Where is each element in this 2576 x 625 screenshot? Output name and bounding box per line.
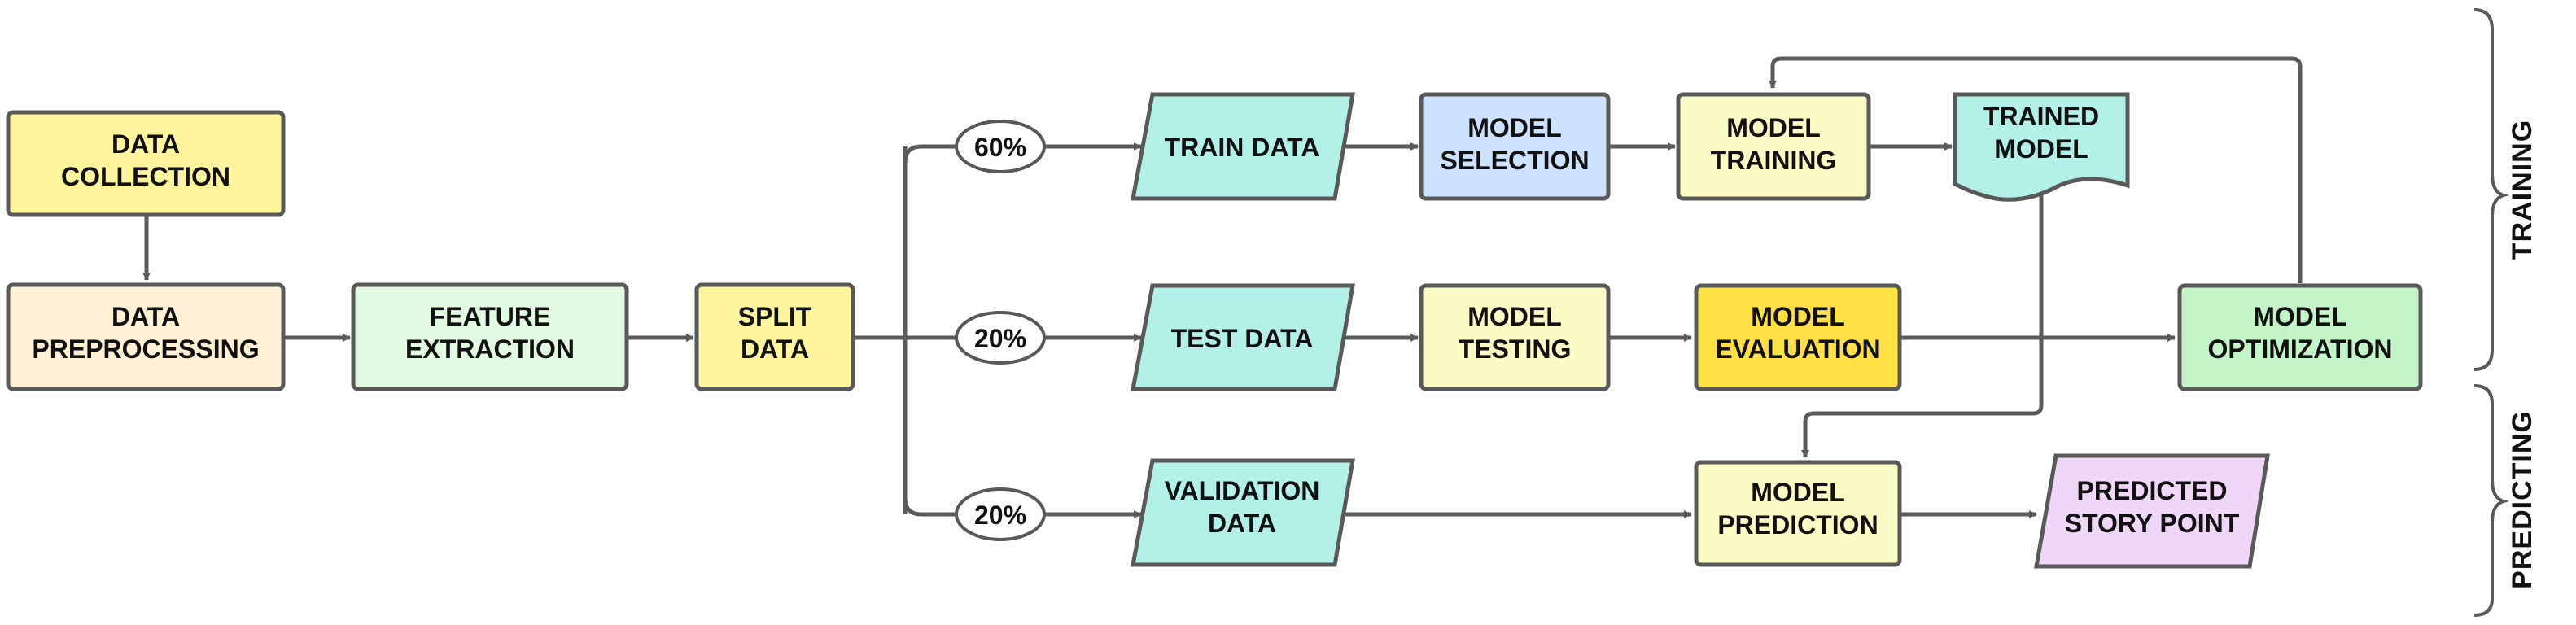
training-brace-icon bbox=[2473, 8, 2510, 371]
node-model-testing: MODEL TESTING bbox=[1419, 283, 1611, 391]
data-preprocessing-box bbox=[6, 282, 286, 391]
data-preprocessing-label-line2: PREPROCESSING bbox=[32, 334, 259, 364]
predicted-story-point-label-line1: PREDICTED bbox=[2077, 476, 2228, 505]
predicting-brace-icon bbox=[2473, 384, 2510, 617]
node-model-training: MODEL TRAINING bbox=[1676, 92, 1871, 201]
split-train-percent: 60% bbox=[955, 120, 1046, 173]
model-prediction-box bbox=[1694, 460, 1902, 567]
edge-split-top-corner bbox=[903, 144, 958, 164]
node-model-evaluation: MODEL EVALUATION bbox=[1694, 283, 1902, 391]
edge-optimization-feedback bbox=[1769, 56, 2303, 283]
model-training-label-line2: TRAINING bbox=[1711, 146, 1837, 175]
model-selection-label-line1: MODEL bbox=[1467, 113, 1562, 142]
split-validation-ellipse bbox=[955, 487, 1046, 541]
data-collection-box bbox=[6, 110, 286, 217]
split-test-percent: 20% bbox=[955, 311, 1046, 365]
data-collection-label-line2: COLLECTION bbox=[61, 162, 230, 191]
node-validation-data: VALIDATION DATA bbox=[1130, 458, 1355, 567]
node-model-selection: MODEL SELECTION bbox=[1419, 92, 1611, 201]
node-predicted-story-point: PREDICTED STORY POINT bbox=[2034, 453, 2270, 569]
model-prediction-label-line2: PREDICTION bbox=[1717, 510, 1878, 540]
model-prediction-label-line1: MODEL bbox=[1751, 478, 1845, 507]
training-phase-brace: TRAINING bbox=[2473, 8, 2538, 371]
predicted-story-point-shape bbox=[2034, 453, 2270, 569]
model-testing-label-line2: TESTING bbox=[1459, 334, 1572, 364]
split-test-percent-label: 20% bbox=[974, 324, 1026, 353]
trained-model-label-line2: MODEL bbox=[1994, 134, 2088, 164]
model-evaluation-label-line1: MODEL bbox=[1751, 302, 1845, 331]
feature-extraction-label-line2: EXTRACTION bbox=[405, 334, 575, 364]
predicted-story-point-label-line2: STORY POINT bbox=[2065, 509, 2240, 538]
model-selection-box bbox=[1419, 92, 1611, 201]
model-evaluation-box bbox=[1694, 283, 1902, 391]
node-feature-extraction: FEATURE EXTRACTION bbox=[351, 282, 629, 391]
split-data-label-line1: SPLIT bbox=[738, 302, 812, 331]
model-testing-box bbox=[1419, 283, 1611, 391]
node-test-data: TEST DATA bbox=[1130, 283, 1355, 391]
model-optimization-label-line1: MODEL bbox=[2253, 302, 2347, 331]
model-optimization-label-line2: OPTIMIZATION bbox=[2208, 334, 2393, 364]
model-training-label-line1: MODEL bbox=[1726, 113, 1821, 142]
split-validation-percent-label: 20% bbox=[974, 500, 1026, 530]
train-data-label: TRAIN DATA bbox=[1165, 133, 1320, 162]
feature-extraction-label-line1: FEATURE bbox=[430, 302, 551, 331]
node-data-collection: DATA COLLECTION bbox=[6, 110, 286, 217]
trained-model-document-shape bbox=[1953, 92, 2130, 202]
model-selection-label-line2: SELECTION bbox=[1440, 146, 1589, 175]
predicting-phase-brace: PREDICTING bbox=[2473, 384, 2538, 617]
split-data-label-line2: DATA bbox=[741, 334, 809, 364]
validation-data-shape bbox=[1130, 458, 1355, 567]
train-data-shape bbox=[1130, 92, 1355, 201]
edge-split-branch bbox=[855, 146, 908, 514]
test-data-shape bbox=[1130, 283, 1355, 391]
split-validation-percent: 20% bbox=[955, 487, 1046, 541]
edges bbox=[142, 56, 2303, 518]
training-phase-label: TRAINING bbox=[2507, 120, 2538, 260]
node-trained-model: TRAINED MODEL bbox=[1953, 92, 2130, 202]
data-collection-label-line1: DATA bbox=[112, 129, 180, 159]
split-test-ellipse bbox=[955, 311, 1046, 365]
model-testing-label-line1: MODEL bbox=[1467, 302, 1562, 331]
node-model-prediction: MODEL PREDICTION bbox=[1694, 460, 1902, 567]
validation-data-label-line1: VALIDATION bbox=[1165, 476, 1320, 505]
feature-extraction-box bbox=[351, 282, 629, 391]
model-training-box bbox=[1676, 92, 1871, 201]
validation-data-label-line2: DATA bbox=[1208, 509, 1276, 538]
node-data-preprocessing: DATA PREPROCESSING bbox=[6, 282, 286, 391]
trained-model-label-line1: TRAINED bbox=[1983, 102, 2099, 131]
node-train-data: TRAIN DATA bbox=[1130, 92, 1355, 201]
split-train-ellipse bbox=[955, 120, 1046, 173]
model-evaluation-label-line2: EVALUATION bbox=[1715, 334, 1880, 364]
data-preprocessing-label-line1: DATA bbox=[112, 302, 180, 331]
edge-split-bottom-corner bbox=[903, 497, 958, 517]
predicting-phase-label: PREDICTING bbox=[2507, 410, 2538, 589]
split-data-box bbox=[694, 282, 855, 391]
node-split-data: SPLIT DATA bbox=[694, 282, 855, 391]
model-optimization-box bbox=[2177, 283, 2423, 391]
split-train-percent-label: 60% bbox=[974, 133, 1026, 162]
node-model-optimization: MODEL OPTIMIZATION bbox=[2177, 283, 2423, 391]
test-data-label: TEST DATA bbox=[1171, 324, 1314, 353]
edge-trained-to-prediction bbox=[1801, 194, 2044, 458]
